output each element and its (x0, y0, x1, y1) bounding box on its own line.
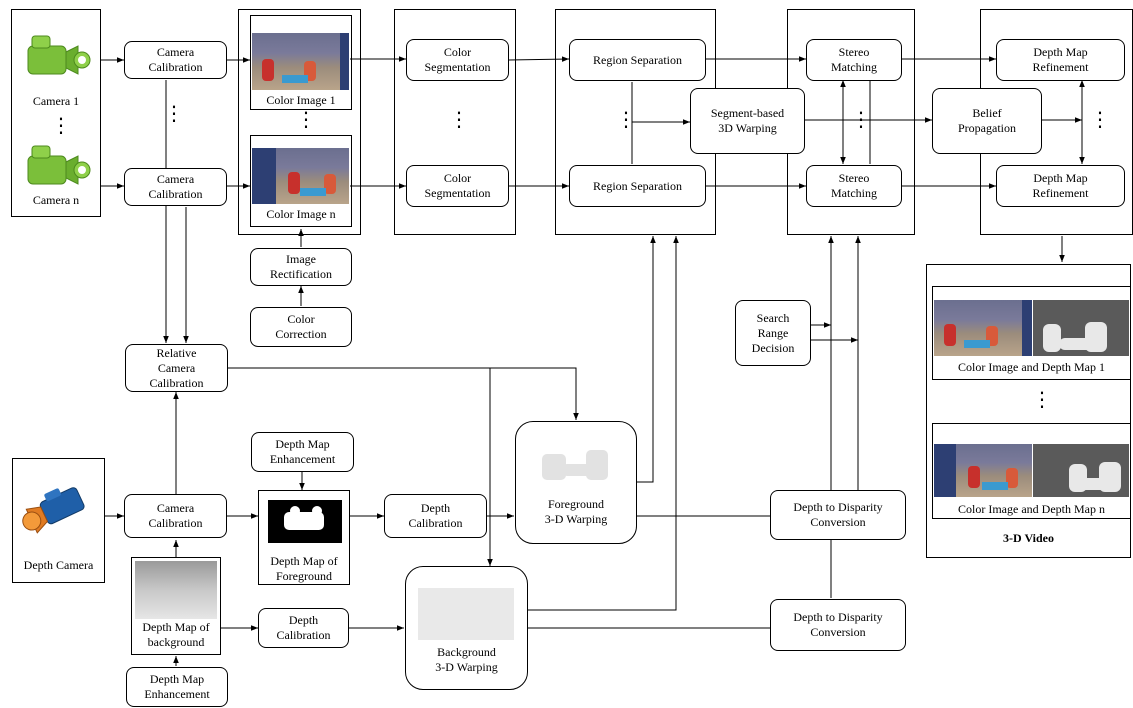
calibration-ellipsis: ⋮ (164, 101, 184, 125)
depth-map-background-label: Depth Map of background (142, 620, 210, 649)
search-range-decision-node[interactable]: Search Range Decision (735, 300, 811, 366)
depth-map-foreground-photo (268, 500, 342, 543)
color-image-1-label: Color Image 1 (266, 93, 336, 107)
depth-to-disparity-fg-node[interactable]: Depth to Disparity Conversion (770, 490, 906, 540)
segment-based-warping-node[interactable]: Segment-based 3D Warping (690, 88, 805, 154)
video-camera-icon (27, 145, 91, 185)
color-depth-n-label: Color Image and Depth Map n (958, 502, 1105, 516)
refinement-ellipsis: ⋮ (1090, 107, 1110, 131)
color-depth-1-depth-photo (1033, 300, 1129, 356)
depth-to-disparity-bg-node[interactable]: Depth to Disparity Conversion (770, 599, 906, 651)
depth-map-background-photo (135, 561, 217, 619)
color-depth-1-color-photo (934, 300, 1032, 356)
color-depth-n-box (932, 423, 1131, 519)
background-warping-label: Background 3-D Warping (435, 645, 498, 674)
depth-camera-icon (22, 487, 85, 534)
video-3d-label: 3-D Video (1003, 531, 1054, 545)
foreground-warping-photo (536, 440, 616, 484)
depth-map-enhancement-bottom[interactable]: Depth Map Enhancement (126, 667, 228, 707)
color-depth-n-depth-photo (1033, 444, 1129, 497)
foreground-warping-label: Foreground 3-D Warping (544, 497, 608, 526)
color-depth-n-color-photo (934, 444, 1032, 497)
color-image-frame (238, 9, 361, 235)
color-segmentation-1[interactable]: Color Segmentation (406, 39, 509, 81)
stereo-matching-1[interactable]: Stereo Matching (806, 39, 902, 81)
color-image-n-photo (252, 148, 349, 204)
region-separation-1[interactable]: Region Separation (569, 39, 706, 81)
belief-propagation-node[interactable]: Belief Propagation (932, 88, 1042, 154)
depth-camera-frame (12, 458, 105, 583)
depth-map-background-box (131, 557, 221, 655)
video-camera-icon (27, 35, 91, 75)
color-image-1-box (250, 15, 352, 110)
segmentation-ellipsis: ⋮ (449, 107, 469, 131)
depth-map-foreground-box (258, 490, 350, 585)
camera-1-label: Camera 1 (32, 94, 80, 108)
image-rectification-node[interactable]: Image Rectification (250, 248, 352, 286)
camera-ellipsis: ⋮ (51, 113, 71, 137)
color-depth-1-label: Color Image and Depth Map 1 (958, 360, 1105, 374)
stereo-ellipsis: ⋮ (851, 107, 871, 131)
color-segmentation-n[interactable]: Color Segmentation (406, 165, 509, 207)
depth-calibration-bg-node[interactable]: Depth Calibration (258, 608, 349, 648)
camera-n-label: Camera n (32, 193, 80, 207)
depth-map-refinement-1[interactable]: Depth Map Refinement (996, 39, 1125, 81)
background-warping-photo (418, 588, 514, 640)
color-image-n-label: Color Image n (266, 207, 336, 221)
color-depth-1-box (932, 286, 1131, 380)
camera-calibration-n[interactable]: Camera Calibration (124, 168, 227, 206)
color-image-1-photo (252, 33, 349, 90)
camera-calibration-1[interactable]: Camera Calibration (124, 41, 227, 79)
color-correction-node[interactable]: Color Correction (250, 307, 352, 347)
color-image-n-box (250, 135, 352, 227)
camera-calibration-depth[interactable]: Camera Calibration (124, 494, 227, 538)
depth-map-enhancement-top[interactable]: Depth Map Enhancement (251, 432, 354, 472)
region-ellipsis: ⋮ (616, 107, 636, 131)
camera-frame (11, 9, 101, 217)
depth-calibration-fg-node[interactable]: Depth Calibration (384, 494, 487, 538)
relative-camera-calibration-node[interactable]: Relative Camera Calibration (125, 344, 228, 392)
depth-camera-label: Depth Camera (23, 558, 94, 572)
region-separation-n[interactable]: Region Separation (569, 165, 706, 207)
color-image-ellipsis: ⋮ (296, 107, 316, 131)
video-3d-frame (926, 264, 1131, 558)
depth-map-refinement-n[interactable]: Depth Map Refinement (996, 165, 1125, 207)
segmentation-frame (394, 9, 516, 235)
video-ellipsis: ⋮ (1032, 387, 1052, 411)
stereo-matching-n[interactable]: Stereo Matching (806, 165, 902, 207)
depth-map-foreground-label: Depth Map of Foreground (270, 554, 338, 583)
